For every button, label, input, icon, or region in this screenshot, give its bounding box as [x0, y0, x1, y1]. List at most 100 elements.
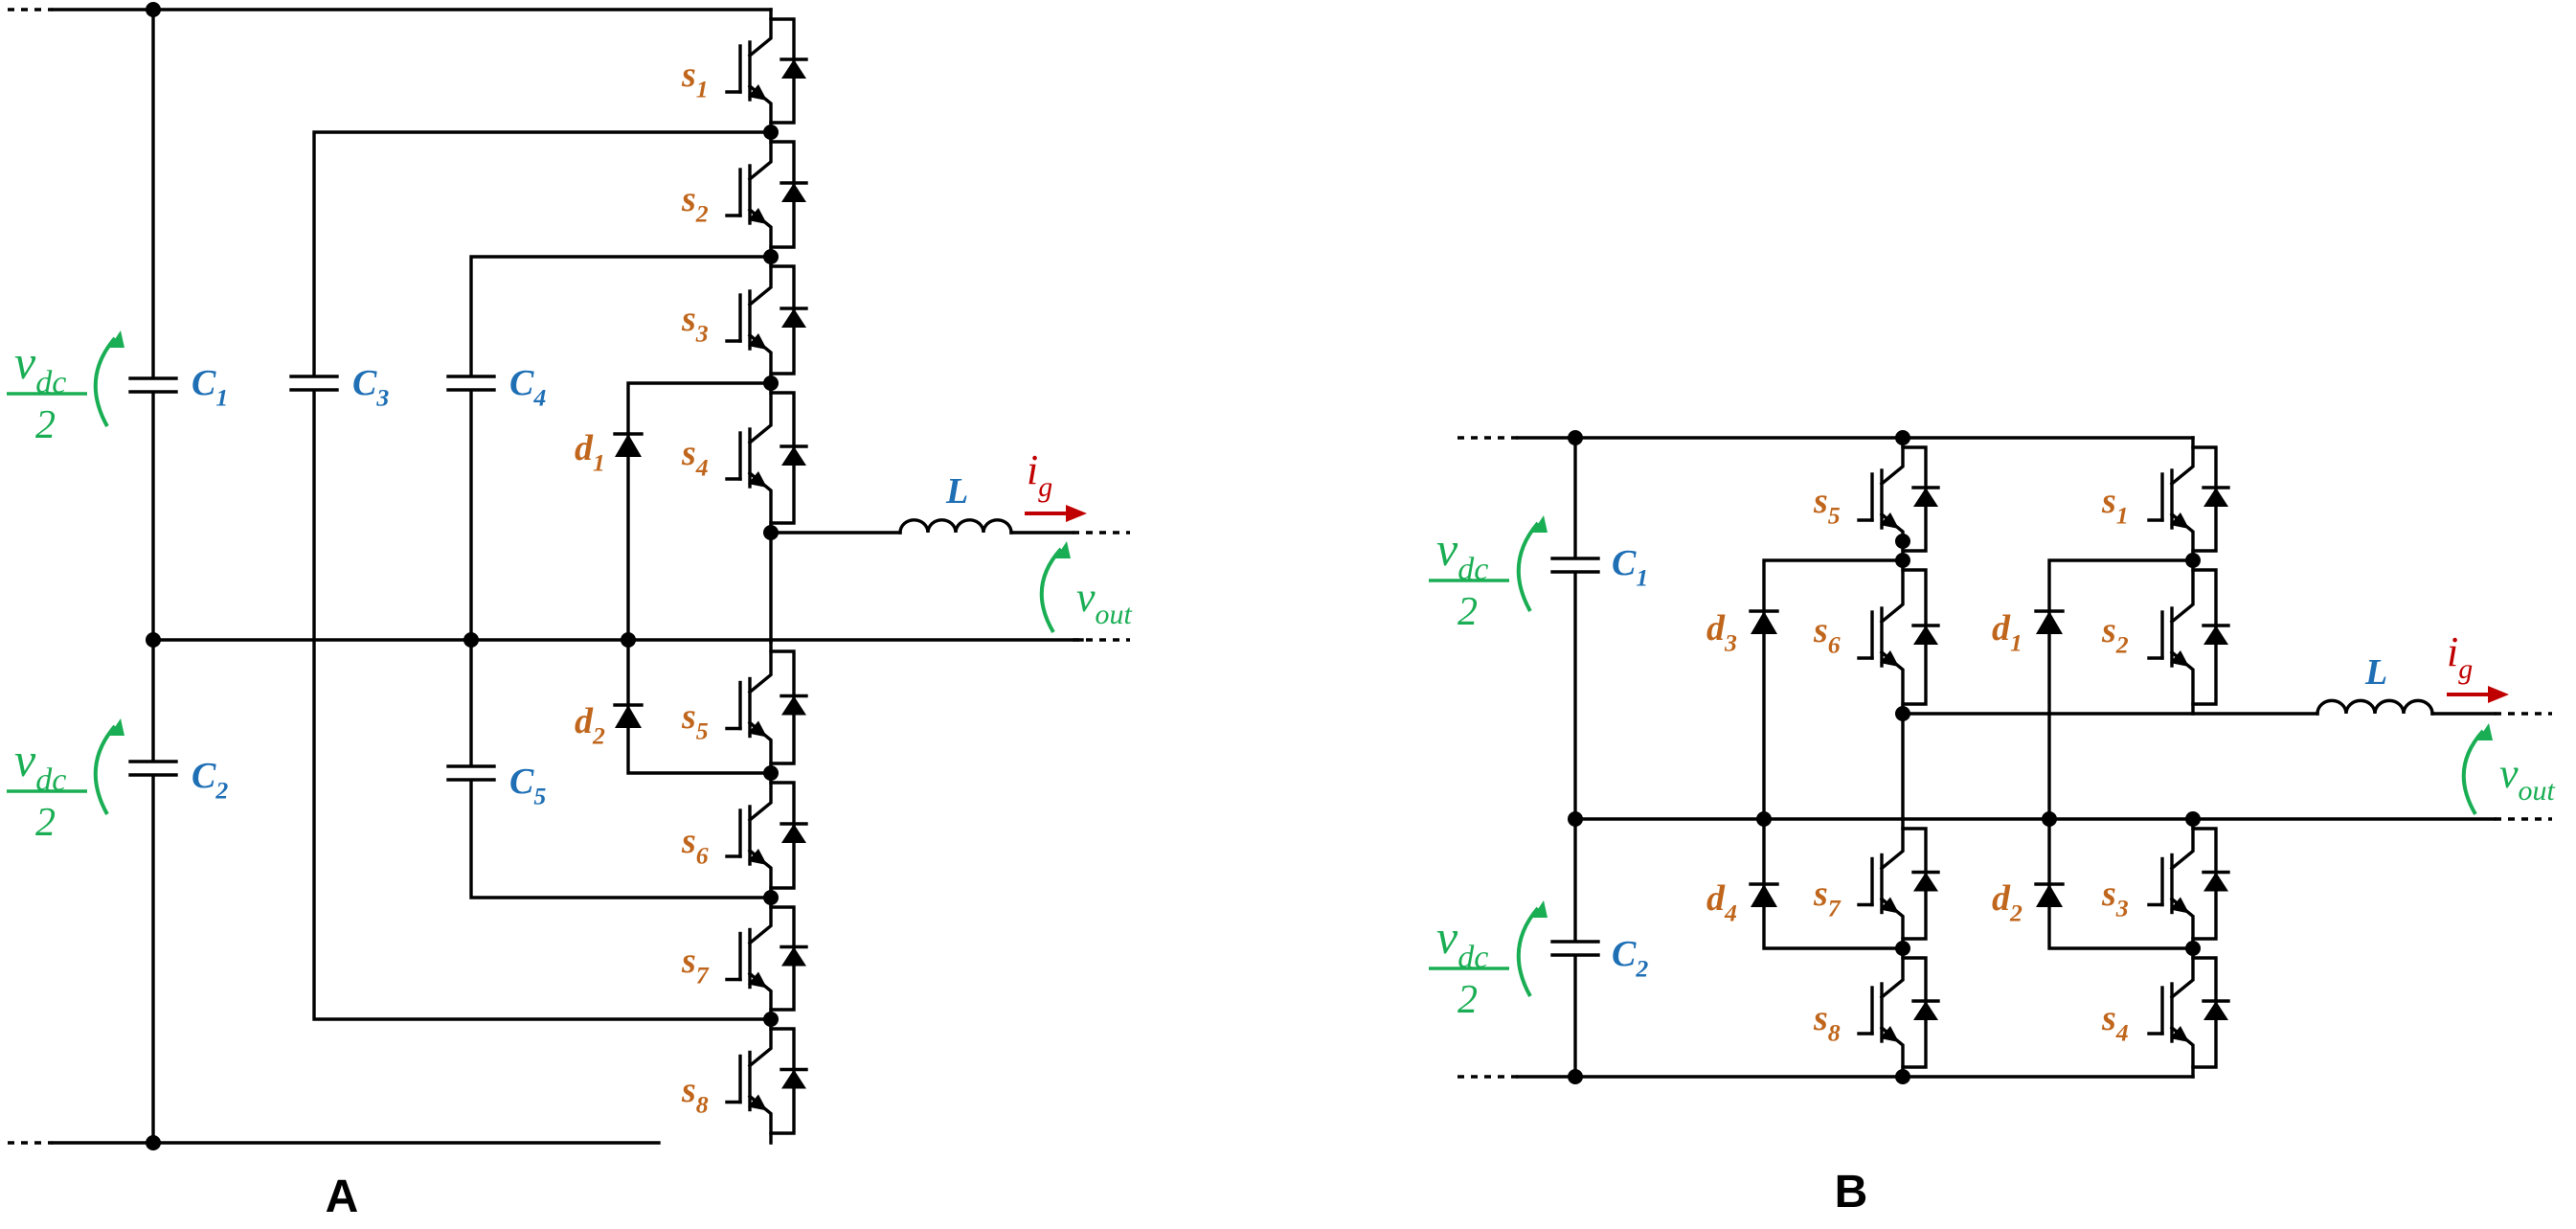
junction-dot [763, 125, 779, 140]
switch-s1 [725, 8, 808, 134]
switch-s2 [725, 130, 808, 259]
label-ig-base: i [1027, 446, 1038, 493]
label-c4-base: C [509, 363, 534, 403]
label-b-d4-subscript: 4 [1724, 899, 1737, 926]
switch-s2 [2147, 558, 2230, 716]
switch-s2-emitter-arrow [748, 208, 767, 224]
switch-s6-diode-triangle [1913, 626, 1938, 645]
label-vout-subscript: out [1096, 599, 1133, 630]
capacitor-b-c2-gap [1547, 941, 1604, 956]
label-b-s3-base: s [2101, 874, 2116, 914]
dc-voltage-arrow-bottom-head [109, 718, 124, 736]
junction-dot [1568, 1069, 1583, 1084]
label-l: L [945, 471, 968, 512]
switch-s5-collector [747, 640, 773, 694]
label-b-s6-subscript: 6 [1828, 630, 1841, 658]
switch-s5-emitter-arrow [748, 720, 767, 738]
label-s6: s6 [681, 821, 709, 869]
switch-s7 [1857, 817, 1940, 950]
capacitor-c5-gap [442, 765, 500, 781]
switch-s3-emitter-arrow [2170, 897, 2189, 914]
junction-dot [763, 249, 779, 264]
panel-label-b: B [1835, 1167, 1868, 1218]
capacitor-b-c2 [1547, 940, 1604, 957]
label-c3: C3 [352, 363, 389, 411]
inductor-l [898, 518, 1013, 535]
switch-s1-collector [2169, 436, 2195, 487]
label-b-s4-base: s [2101, 998, 2116, 1038]
label-c4: C4 [509, 363, 546, 411]
switch-s2-collector [747, 130, 773, 182]
label-b-s4: s4 [2101, 998, 2129, 1046]
switch-s4-emitter-arrow [748, 471, 767, 488]
junction-dot [2185, 811, 2201, 827]
switch-s8-emitter-arrow [1880, 1026, 1899, 1042]
diode-d2-triangle [2036, 884, 2063, 907]
label-s2: s2 [681, 179, 709, 227]
junction-dot [1895, 941, 1910, 956]
junction-dot [763, 376, 779, 391]
label-b-d2-base: d [1992, 878, 2011, 919]
junction-dot [1895, 706, 1910, 721]
junction-dot [2042, 811, 2057, 827]
label-b-s6-base: s [1813, 610, 1828, 650]
label-b-s1: s1 [2101, 481, 2129, 529]
wires [8, 8, 2552, 1145]
junction-dot [763, 1012, 779, 1027]
switch-s3-collector [747, 255, 773, 307]
label-b-vout-base: v [2499, 750, 2519, 797]
label-b-d1-base: d [1992, 608, 2011, 649]
junction-dot [1895, 553, 1910, 568]
label-c3-base: C [352, 363, 377, 403]
label-c1-subscript: 1 [215, 383, 228, 411]
label-ig-subscript: g [1038, 471, 1052, 503]
diode-d2 [613, 703, 644, 728]
switch-s8 [725, 1017, 808, 1145]
capacitor-c2-gap [124, 761, 182, 776]
label-c5-base: C [509, 762, 534, 802]
switch-s6-collector [747, 771, 773, 823]
switch-s1-emitter-arrow [2170, 512, 2189, 529]
label-b-d2-subscript: 2 [2009, 899, 2022, 926]
junction-dot [1568, 430, 1583, 445]
output-voltage-arrow-b-head [2477, 723, 2493, 740]
label-b-ig: ig [2447, 628, 2473, 685]
junction-dot [2185, 941, 2201, 956]
label-b-d1: d1 [1992, 608, 2022, 656]
label-c1-base: C [192, 363, 216, 403]
switch-s6-diode-triangle [781, 824, 806, 843]
label-b-s2-base: s [2101, 610, 2116, 650]
capacitor-c3 [285, 375, 343, 392]
label-s1-subscript: 1 [696, 75, 709, 102]
switch-s8-collector [1879, 946, 1905, 1000]
label-s3-base: s [681, 299, 696, 339]
flying-capacitor-c3-loop [312, 130, 773, 1021]
label-b-s5-base: s [1813, 481, 1828, 521]
junction-dot [763, 890, 779, 905]
label-s8: s8 [681, 1070, 709, 1118]
dc-voltage-arrow-b-bottom-arc [1516, 906, 1540, 997]
switch-s5 [725, 640, 808, 775]
switch-s3-diode-triangle [781, 308, 806, 328]
dc-voltage-arrow-b-bottom-head [1532, 900, 1548, 918]
diode-d2 [2034, 882, 2065, 907]
label-b-s8: s8 [1813, 998, 1841, 1046]
label-b-vdc-bottom-denominator: 2 [1457, 978, 1478, 1022]
junction-dot [621, 632, 636, 648]
switch-s4-diode-triangle [2203, 1001, 2228, 1020]
switch-s1-collector [747, 8, 773, 58]
label-vout: vout [1076, 574, 1132, 630]
label-s8-subscript: 8 [696, 1090, 709, 1118]
label-s5-base: s [681, 696, 696, 737]
switch-s1-diode-triangle [781, 59, 806, 79]
junction-dot [2185, 553, 2201, 568]
diode-d4 [1749, 882, 1779, 907]
label-b-c2-subscript: 2 [1635, 954, 1648, 982]
label-s1: s1 [681, 55, 709, 102]
current-arrow-head [1066, 505, 1087, 522]
clamping-diode-loop [626, 381, 773, 775]
switch-s4-collector [747, 381, 773, 445]
dc-voltage-arrow-b-top-head [1532, 515, 1548, 533]
diode-d4-triangle [1751, 884, 1777, 907]
